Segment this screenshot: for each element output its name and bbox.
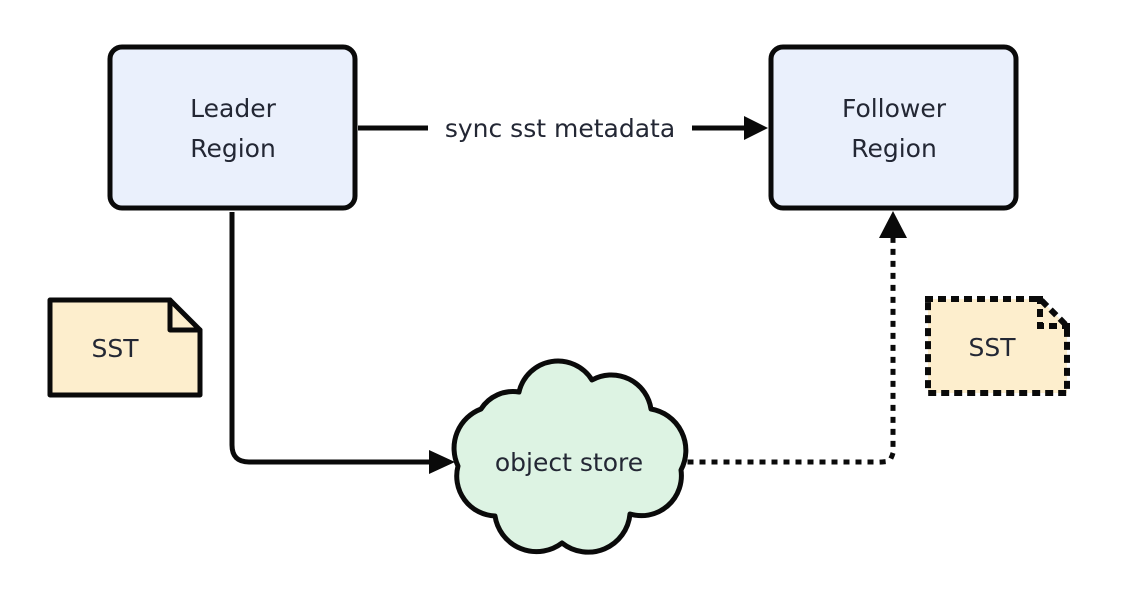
object-store-cloud-shape[interactable] xyxy=(451,358,689,555)
follower-region-box[interactable] xyxy=(768,44,1019,211)
node-object-store[interactable]: object store xyxy=(451,358,689,555)
edge-sync-metadata: sync sst metadata xyxy=(358,114,768,143)
sst-leader-folded-corner xyxy=(167,297,203,333)
edge-fetch-from-object-store-path xyxy=(687,232,896,465)
edge-upload-to-object-store-path xyxy=(229,212,430,465)
edge-sync-metadata-label: sync sst metadata xyxy=(445,114,675,143)
edge-upload-to-object-store-arrowhead xyxy=(429,450,455,474)
follower-region-label-line1: Follower xyxy=(842,94,947,123)
sst-leader-label: SST xyxy=(91,334,139,363)
leader-region-label-line2: Region xyxy=(190,134,276,163)
sst-follower-document-body[interactable] xyxy=(925,296,1070,396)
edge-fetch-from-object-store-arrowhead xyxy=(879,211,907,238)
edge-fetch-from-object-store xyxy=(687,211,907,465)
edge-sync-metadata-arrowhead xyxy=(744,116,768,140)
leader-region-label-line1: Leader xyxy=(190,94,276,123)
follower-region-label-line2: Region xyxy=(851,134,937,163)
sst-follower-folded-corner xyxy=(1037,296,1070,329)
leader-region-box[interactable] xyxy=(107,44,358,211)
sst-follower-label: SST xyxy=(968,333,1016,362)
node-leader-region[interactable]: Leader Region xyxy=(107,44,358,211)
object-store-label: object store xyxy=(495,448,643,477)
edge-upload-to-object-store xyxy=(229,212,455,474)
node-sst-follower[interactable]: SST xyxy=(925,296,1070,396)
node-sst-leader[interactable]: SST xyxy=(47,297,203,398)
sst-leader-document-body[interactable] xyxy=(47,297,203,398)
node-follower-region[interactable]: Follower Region xyxy=(768,44,1019,211)
